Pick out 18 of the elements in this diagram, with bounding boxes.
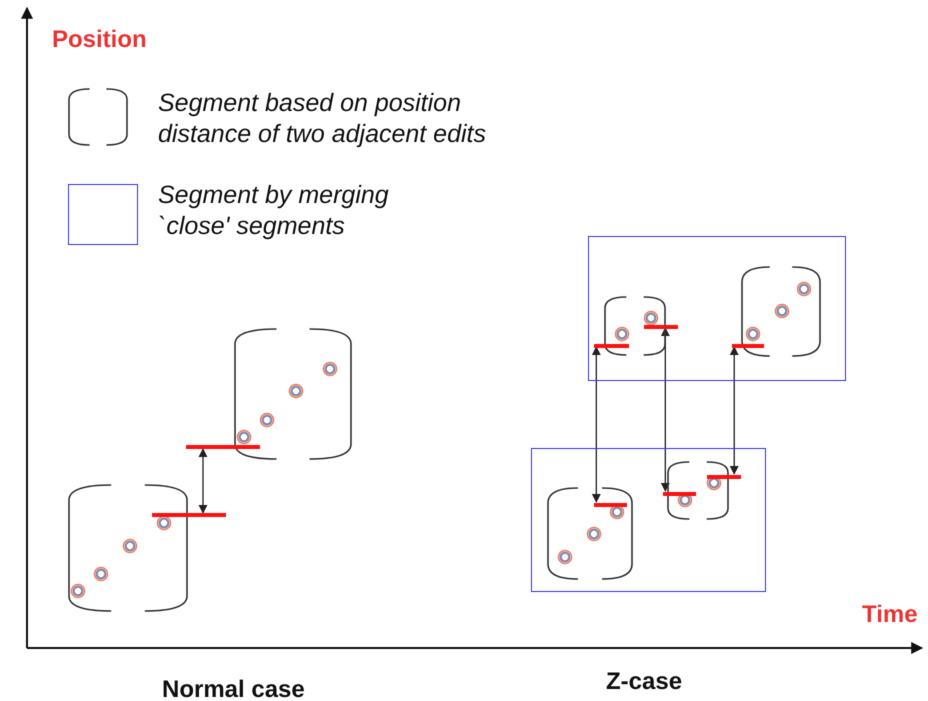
segment-bracket: [547, 487, 633, 580]
segment-bracket: [68, 484, 188, 612]
axis-title: Time: [862, 601, 918, 629]
legend-text: Segment by merging `close' segments: [158, 180, 390, 242]
axis-title: Position: [52, 26, 147, 54]
case-caption: Normal case: [162, 676, 305, 701]
merged-segment-box: [531, 448, 766, 592]
segment-bracket: [667, 461, 729, 520]
segment-bracket: [234, 328, 352, 460]
segment-bracket: [604, 296, 666, 356]
segment-bracket: [741, 266, 821, 357]
double-arrow: [730, 346, 739, 475]
double-arrow: [592, 346, 601, 503]
merged-segment-box: [588, 236, 846, 381]
case-caption: Z-case: [606, 668, 682, 696]
double-arrow: [660, 327, 670, 492]
double-arrow: [198, 448, 208, 514]
legend-text: Segment based on position distance of two adjacent edits: [158, 88, 487, 150]
